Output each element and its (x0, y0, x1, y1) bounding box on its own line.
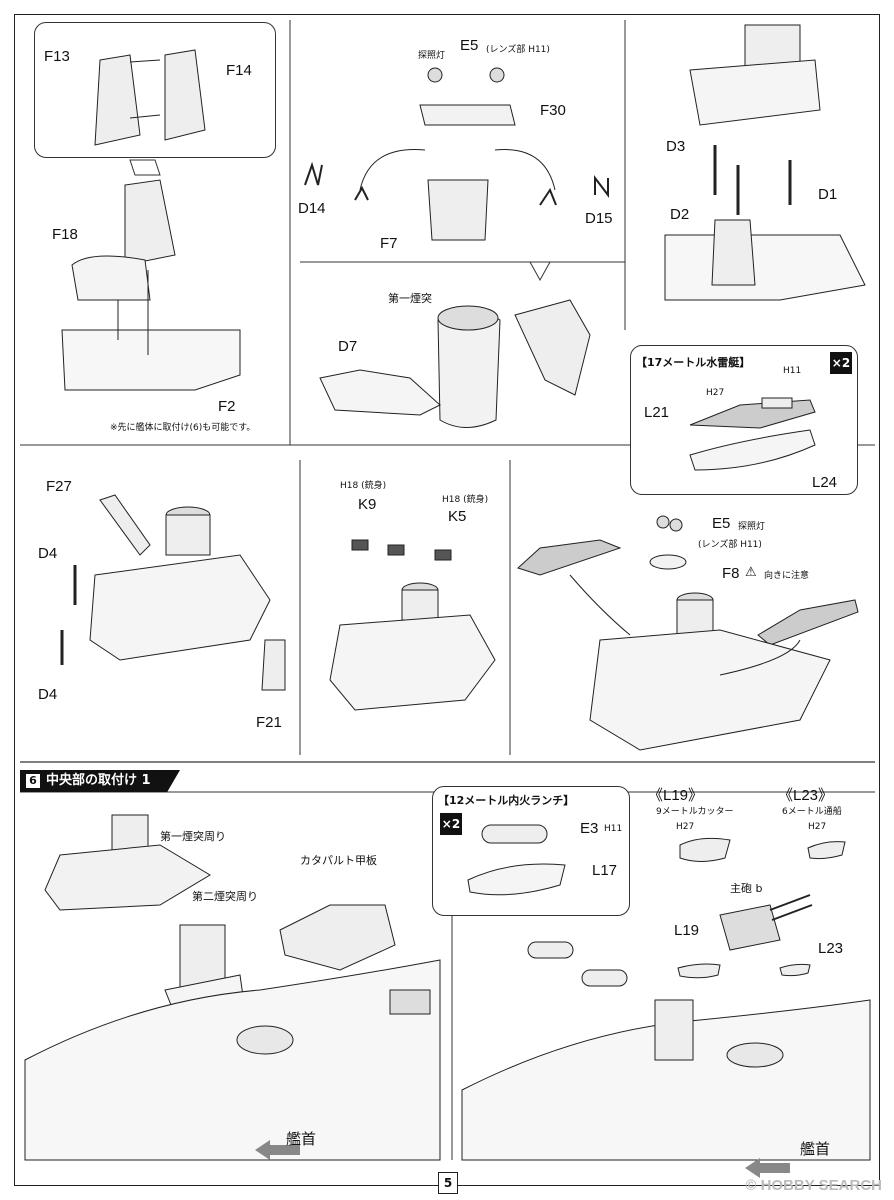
searchlight-label-2: 探照灯 (738, 522, 766, 532)
bubble-12m-launch (432, 786, 630, 916)
step-number: 6 (26, 774, 40, 788)
step-title: 中央部の取付け 1 (46, 773, 151, 788)
label-h11-launch: H11 (604, 824, 623, 834)
step-header: 6 中央部の取付け 1 (20, 770, 180, 792)
bow-label-left: 艦首 (286, 1131, 317, 1148)
l23-desc: 6メートル通船 (782, 807, 842, 817)
label-f13: F13 (44, 48, 70, 65)
first-funnel-area-label: 第一煙突周り (160, 830, 226, 843)
label-h18-barrel-right: H18 (銃身) (442, 495, 489, 505)
panel1-note: ※先に艦体に取付け(6)も可能です。 (110, 423, 256, 433)
label-d2: D2 (670, 206, 690, 223)
label-f21: F21 (256, 714, 282, 731)
label-l19: L19 (674, 922, 700, 939)
l19-desc: 9メートルカッター (656, 807, 734, 817)
detail-bubble-f13-f14 (34, 22, 276, 158)
label-e3: E3 (580, 820, 599, 837)
launch-title: 【12メートル内火ランチ】 (438, 794, 575, 807)
label-d4-upper: D4 (38, 545, 58, 562)
label-d15: D15 (585, 210, 613, 227)
label-e5-searchlight: E5 (712, 515, 731, 532)
quantity-x2-badge-2: ×2 (440, 813, 462, 835)
l23-h27: H27 (808, 822, 827, 832)
watermark-text: © HOBBY SEARCH (745, 1177, 882, 1194)
label-f7: F7 (380, 235, 398, 252)
catapult-deck-label: カタパルト甲板 (300, 854, 377, 867)
caution-orientation: 向きに注意 (764, 571, 810, 581)
label-l24: L24 (812, 474, 838, 491)
label-d4-lower: D4 (38, 686, 58, 703)
label-e5: E5 (460, 37, 479, 54)
label-f2: F2 (218, 398, 236, 415)
l19-title: 《L19》 (648, 787, 704, 804)
page-number: 5 (438, 1172, 458, 1194)
l23-title: 《L23》 (778, 787, 834, 804)
label-h11: H11 (783, 366, 802, 376)
label-h18-barrel-left: H18 (銃身) (340, 481, 387, 491)
label-k5: K5 (448, 508, 467, 525)
label-l23: L23 (818, 940, 844, 957)
label-f27: F27 (46, 478, 72, 495)
label-f14: F14 (226, 62, 252, 79)
first-funnel-label: 第一煙突 (388, 292, 432, 305)
label-h27: H27 (706, 388, 725, 398)
torpedo-boat-title: 【17メートル水雷艇】 (636, 356, 751, 369)
label-d1: D1 (818, 186, 838, 203)
searchlight-label: 探照灯 (418, 51, 446, 61)
main-gun-label: 主砲 b (730, 882, 763, 895)
label-l21: L21 (644, 404, 670, 421)
label-f30: F30 (540, 102, 566, 119)
label-d14: D14 (298, 200, 326, 217)
l19-h27: H27 (676, 822, 695, 832)
label-l17: L17 (592, 862, 618, 879)
e5-lens-note: (レンズ部 H11) (486, 45, 550, 55)
warning-icon: ⚠ (745, 565, 757, 580)
label-d7: D7 (338, 338, 358, 355)
label-d3: D3 (666, 138, 686, 155)
label-f18: F18 (52, 226, 78, 243)
lens-note-2: (レンズ部 H11) (698, 540, 762, 550)
label-f8: F8 (722, 565, 740, 582)
second-funnel-area-label: 第二煙突周り (192, 890, 258, 903)
bow-label-right: 艦首 (800, 1141, 831, 1158)
label-k9: K9 (358, 496, 377, 513)
quantity-x2-badge: ×2 (830, 352, 852, 374)
